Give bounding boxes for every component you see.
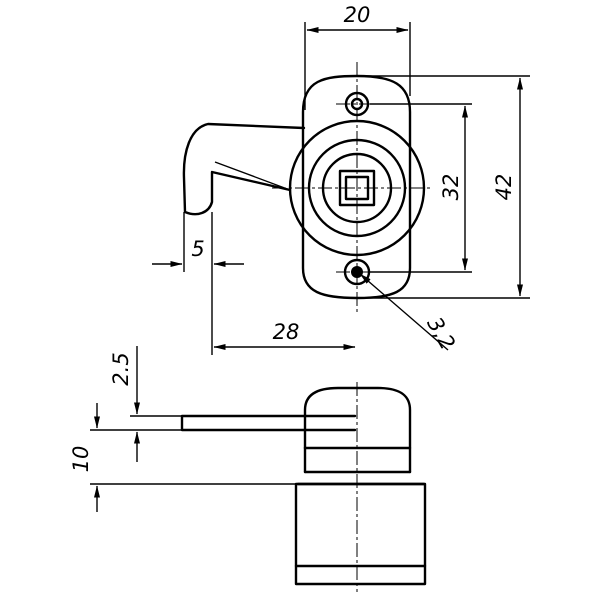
lower-body — [294, 482, 427, 586]
top-view — [182, 62, 432, 312]
housing-outline — [301, 74, 412, 300]
side-view — [180, 382, 427, 592]
dim-overall-height: 42 — [492, 174, 516, 201]
hook-lever — [182, 122, 306, 216]
dim-hook-offset: 5 — [191, 237, 204, 261]
cap-outline — [303, 386, 412, 474]
dim-lever-thickness: 2.5 — [109, 352, 133, 385]
dim-hole-diameter: 3,2 — [422, 313, 459, 354]
dim-body-height: 10 — [69, 446, 93, 473]
top-dimensions: 20 42 32 5 28 3,2 — [152, 3, 530, 355]
side-dimensions: 2.5 10 — [69, 346, 296, 512]
dim-hook-reach: 28 — [273, 320, 300, 344]
dim-width-top: 20 — [344, 3, 371, 27]
lever-arm — [180, 414, 357, 432]
dim-hole-spacing: 32 — [439, 174, 463, 201]
